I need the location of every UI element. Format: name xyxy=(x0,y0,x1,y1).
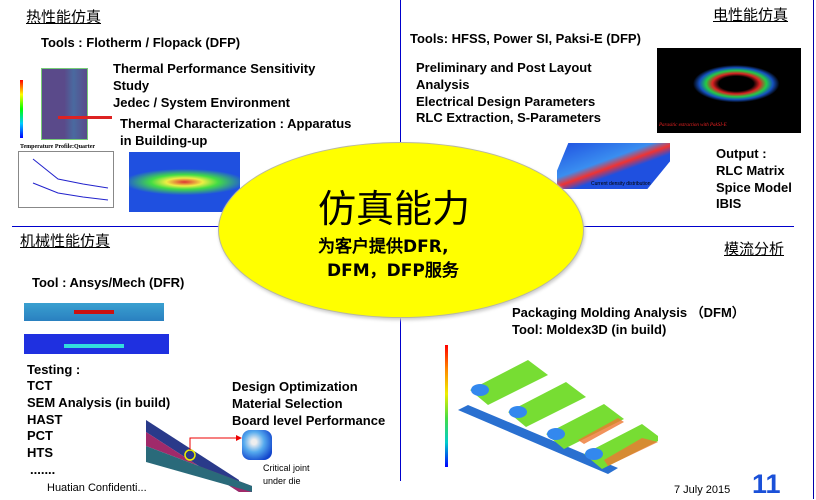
thermal-contour-image xyxy=(41,68,88,140)
mechanical-heading: 机械性能仿真 xyxy=(20,232,111,250)
mechanical-tools: Tool : Ansys/Mech (DFR) xyxy=(32,275,185,290)
parasitic-extraction-image: Parasitic extraction with PakSI-E xyxy=(657,48,801,133)
testing-label: Testing : xyxy=(27,362,81,377)
design-item: Material Selection xyxy=(232,396,343,411)
mech-mesh-image-2 xyxy=(24,334,169,354)
testing-item: SEM Analysis (in build) xyxy=(27,395,171,410)
output-item: Spice Model xyxy=(716,180,792,195)
thermal-char: in Building-up xyxy=(120,133,208,148)
electrical-item: Preliminary and Post Layout xyxy=(416,60,592,75)
current-density-caption: Current density distribution xyxy=(591,181,651,187)
thermal-hotspot-line xyxy=(58,116,112,119)
center-ellipse xyxy=(218,142,584,318)
thermal-legend-image xyxy=(20,80,40,138)
thermal-tools: Tools : Flotherm / Flopack (DFP) xyxy=(41,35,241,50)
temperature-profile-chart xyxy=(18,151,114,208)
critical-joint-label: Critical joint xyxy=(263,463,310,473)
page-number: 11 xyxy=(752,469,781,499)
footer-date: 7 July 2015 xyxy=(674,484,731,496)
critical-joint-label: under die xyxy=(263,476,301,486)
thermal-item: Jedec / System Environment xyxy=(113,95,291,110)
electrical-item: RLC Extraction, S-Parameters xyxy=(416,110,601,125)
thermal-cross-section-image xyxy=(129,152,240,212)
output-item: RLC Matrix xyxy=(716,163,785,178)
molding-heading: 模流分析 xyxy=(724,240,785,258)
testing-item: PCT xyxy=(27,428,53,443)
board-model-image xyxy=(146,420,252,492)
thermal-char: Thermal Characterization : Apparatus xyxy=(120,116,352,131)
design-item: Board level Performance xyxy=(232,413,386,428)
molding-simulation-image xyxy=(458,360,658,474)
testing-item: HTS xyxy=(27,445,53,460)
electrical-heading: 电性能仿真 xyxy=(713,6,789,24)
thermal-item: Thermal Performance Sensitivity xyxy=(113,61,316,76)
divider-vertical-top xyxy=(400,0,401,145)
mech-mesh-image-1 xyxy=(24,303,164,321)
testing-item: ....... xyxy=(30,462,56,477)
parasitic-caption: Parasitic extraction with PakSI-E xyxy=(659,123,727,128)
testing-item: HAST xyxy=(27,412,63,427)
testing-item: TCT xyxy=(27,378,53,393)
design-item: Design Optimization xyxy=(232,379,358,394)
footer-confidential: Huatian Confidenti... xyxy=(47,482,147,494)
slide-right-border xyxy=(813,0,814,499)
chart-title: Temperature Profile:Quarter xyxy=(20,144,96,150)
molding-color-legend xyxy=(445,345,448,467)
molding-line1: Packaging Molding Analysis （DFM） xyxy=(512,305,745,320)
divider-vertical-bottom xyxy=(400,316,401,481)
current-density-image: Current density distribution xyxy=(557,143,670,189)
center-title: 仿真能力 xyxy=(318,187,471,231)
center-line2: DFM，DFP服务 xyxy=(327,261,459,281)
thermal-item: Study xyxy=(113,78,150,93)
electrical-tools: Tools: HFSS, Power SI, Paksi-E (DFP) xyxy=(410,31,641,46)
electrical-item: Electrical Design Parameters xyxy=(416,94,596,109)
output-label: Output : xyxy=(716,146,767,161)
electrical-item: Analysis xyxy=(416,77,470,92)
center-line1: 为客户提供DFR, xyxy=(318,237,449,257)
thermal-heading: 热性能仿真 xyxy=(26,8,102,26)
divider-horizontal-right xyxy=(580,226,794,227)
molding-line2: Tool: Moldex3D (in build) xyxy=(512,322,667,337)
critical-joint-image xyxy=(242,430,272,460)
output-item: IBIS xyxy=(716,196,742,211)
divider-horizontal-left xyxy=(12,226,227,227)
